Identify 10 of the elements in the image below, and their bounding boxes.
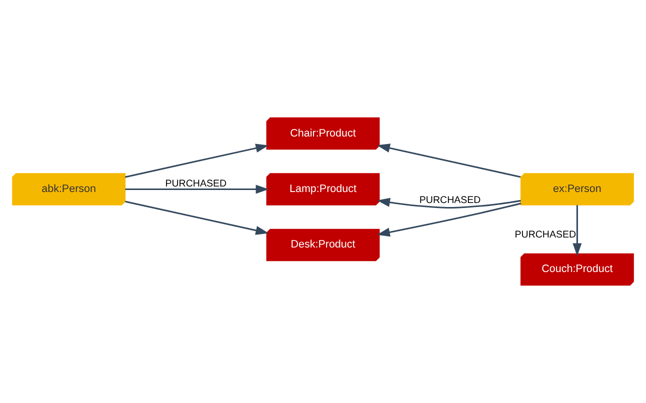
edge-label: PURCHASED xyxy=(165,178,227,190)
arrow xyxy=(376,202,522,237)
edge-label: PURCHASED xyxy=(419,194,481,206)
arrow xyxy=(124,144,269,178)
arrow xyxy=(125,184,269,194)
edge-label: PURCHASED xyxy=(514,229,576,240)
arrow xyxy=(124,200,269,235)
arrow xyxy=(377,144,521,178)
arrow xyxy=(377,198,521,209)
arrow xyxy=(572,205,582,256)
